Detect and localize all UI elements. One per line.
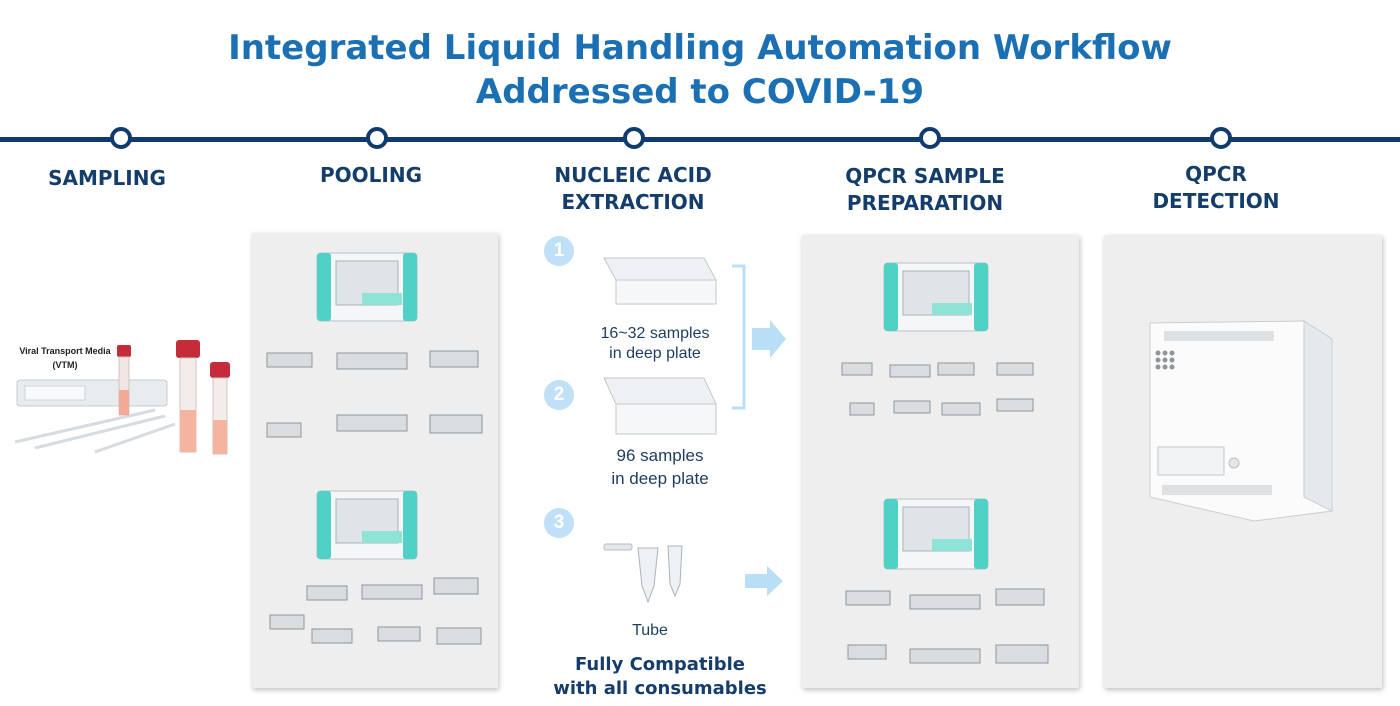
- bracket-arrow-icon: [732, 264, 786, 410]
- deep-plate-icon-2: [603, 377, 717, 435]
- option-number-2: 2: [544, 380, 574, 410]
- timeline-node-pooling: [366, 127, 388, 149]
- stage-label-qpcr-prep-line-2: PREPARATION: [846, 191, 1004, 215]
- tube-icon: [603, 543, 683, 604]
- stage-label-extraction: NUCLEIC ACID EXTRACTION: [523, 162, 743, 216]
- option-3-caption: Tube: [632, 622, 668, 639]
- timeline-node-qpcr-detection: [1210, 127, 1232, 149]
- page-title: Integrated Liquid Handling Automation Wo…: [0, 26, 1400, 114]
- stage-label-extraction-line-2: EXTRACTION: [561, 190, 705, 214]
- compatibility-note: Fully Compatible with all consumables: [535, 653, 785, 701]
- timeline-node-qpcr-prep: [919, 127, 941, 149]
- qpcr-prep-equipment-drawing: [841, 262, 1049, 664]
- title-line-1: Integrated Liquid Handling Automation Wo…: [228, 28, 1172, 68]
- option-2-caption-line-1: 96 samples: [616, 446, 704, 465]
- deep-plate-icon-1: [603, 257, 717, 305]
- option-number-1: 1: [544, 236, 574, 266]
- stage-label-qpcr-detection-line-1: QPCR: [1185, 162, 1247, 186]
- timeline-bar: [0, 137, 1400, 142]
- option-number-3: 3: [544, 508, 574, 538]
- timeline-node-sampling: [110, 127, 132, 149]
- option-2-caption: 96 samples in deep plate: [580, 444, 740, 490]
- vtm-label-line-1: Viral Transport Media: [19, 346, 111, 356]
- compatibility-note-line-1: Fully Compatible: [575, 654, 745, 675]
- stage-label-qpcr-prep-line-1: QPCR SAMPLE: [845, 164, 1005, 188]
- vtm-label-line-2: (VTM): [52, 360, 78, 370]
- tube-arrow-icon: [745, 566, 783, 596]
- vtm-tubes-drawing: [14, 340, 230, 455]
- stage-label-sampling: SAMPLING: [17, 165, 197, 192]
- stage-label-sampling-text: SAMPLING: [48, 166, 166, 190]
- pooling-equipment-drawing: [266, 252, 483, 645]
- stage-label-pooling-text: POOLING: [319, 163, 422, 187]
- vtm-kit-illustration: Viral Transport Media (VTM): [5, 330, 245, 470]
- title-line-2: Addressed to COVID-19: [475, 72, 925, 112]
- option-2-caption-line-2: in deep plate: [611, 469, 709, 488]
- option-1-caption-line-1: 16~32 samples: [600, 325, 710, 342]
- compatibility-note-line-2: with all consumables: [553, 678, 767, 699]
- qpcr-prep-panel: [802, 235, 1079, 688]
- vtm-label: Viral Transport Media (VTM): [5, 344, 125, 372]
- pooling-panel: [252, 233, 498, 688]
- option-1-caption: 16~32 samples in deep plate: [575, 324, 735, 364]
- stage-label-pooling: POOLING: [281, 162, 461, 189]
- timeline-node-extraction: [623, 127, 645, 149]
- stage-label-qpcr-detection: QPCR DETECTION: [1106, 161, 1326, 215]
- stage-label-qpcr-detection-line-2: DETECTION: [1152, 189, 1280, 213]
- qpcr-instrument-drawing: [1149, 320, 1333, 522]
- qpcr-detection-panel: [1104, 235, 1382, 688]
- option-1-caption-line-2: in deep plate: [609, 345, 701, 362]
- stage-label-qpcr-prep: QPCR SAMPLE PREPARATION: [815, 163, 1035, 217]
- stage-label-extraction-line-1: NUCLEIC ACID: [554, 163, 712, 187]
